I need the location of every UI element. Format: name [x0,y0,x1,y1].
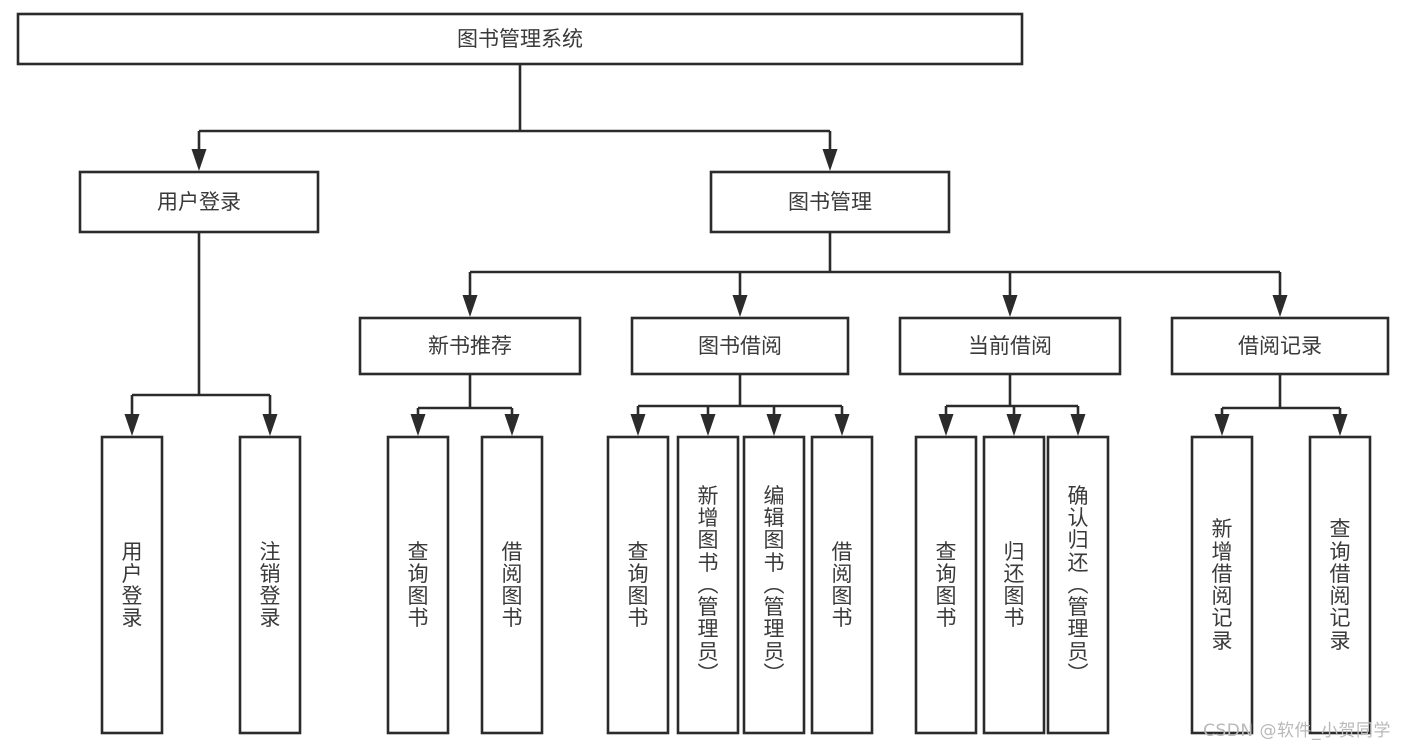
arrow-head-icon [1002,295,1018,317]
node-box-user-login[interactable] [78,170,320,234]
node-box-current-borrow[interactable] [898,316,1122,376]
arrow-head-icon [504,414,520,436]
node-box-borrow-record[interactable] [1170,316,1390,376]
arrow-head-icon [766,414,782,436]
arrow-head-icon [938,414,954,436]
arrow-head-icon [1070,414,1086,436]
arrow-head-icon [410,414,426,436]
node-box-new-book-rec[interactable] [358,316,582,376]
arrow-head-icon [834,414,850,436]
arrow-head-icon [191,149,207,171]
node-box-leaf-add-book[interactable] [676,435,740,735]
node-box-leaf-borrow-book-1[interactable] [480,435,544,735]
node-label-current-borrow: 当前借阅 [968,334,1052,358]
arrow-head-icon [732,295,748,317]
arrow-head-icon [1214,414,1230,436]
node-box-leaf-add-record[interactable] [1190,435,1254,735]
arrow-head-icon [1272,295,1288,317]
node-box-leaf-logout[interactable] [238,435,302,735]
arrow-head-icon [262,414,278,436]
connectors-layer [124,64,1348,436]
arrow-head-icon [462,295,478,317]
node-label-book-manage: 图书管理 [788,190,872,214]
node-box-leaf-confirm-return[interactable] [1046,435,1110,735]
arrow-head-icon [822,149,838,171]
node-box-leaf-user-login[interactable] [100,435,164,735]
node-label-new-book-rec: 新书推荐 [428,334,512,358]
arrow-head-icon [1332,414,1348,436]
arrow-head-icon [630,414,646,436]
node-label-user-login: 用户登录 [157,190,241,214]
node-box-leaf-return-book[interactable] [982,435,1046,735]
arrow-head-icon [124,414,140,436]
node-box-leaf-edit-book[interactable] [742,435,806,735]
node-box-leaf-query-book-1[interactable] [386,435,450,735]
node-box-book-borrow[interactable] [630,316,850,376]
node-label-book-borrow: 图书借阅 [698,334,782,358]
arrow-head-icon [1006,414,1022,436]
node-box-book-manage[interactable] [709,170,951,234]
node-label-root: 图书管理系统 [457,27,583,51]
node-label-borrow-record: 借阅记录 [1238,334,1322,358]
node-box-leaf-query-record[interactable] [1308,435,1372,735]
node-box-root[interactable] [16,12,1024,66]
arrow-head-icon [700,414,716,436]
node-box-leaf-query-book-3[interactable] [914,435,978,735]
node-box-leaf-borrow-book-2[interactable] [810,435,874,735]
node-box-leaf-query-book-2[interactable] [606,435,670,735]
